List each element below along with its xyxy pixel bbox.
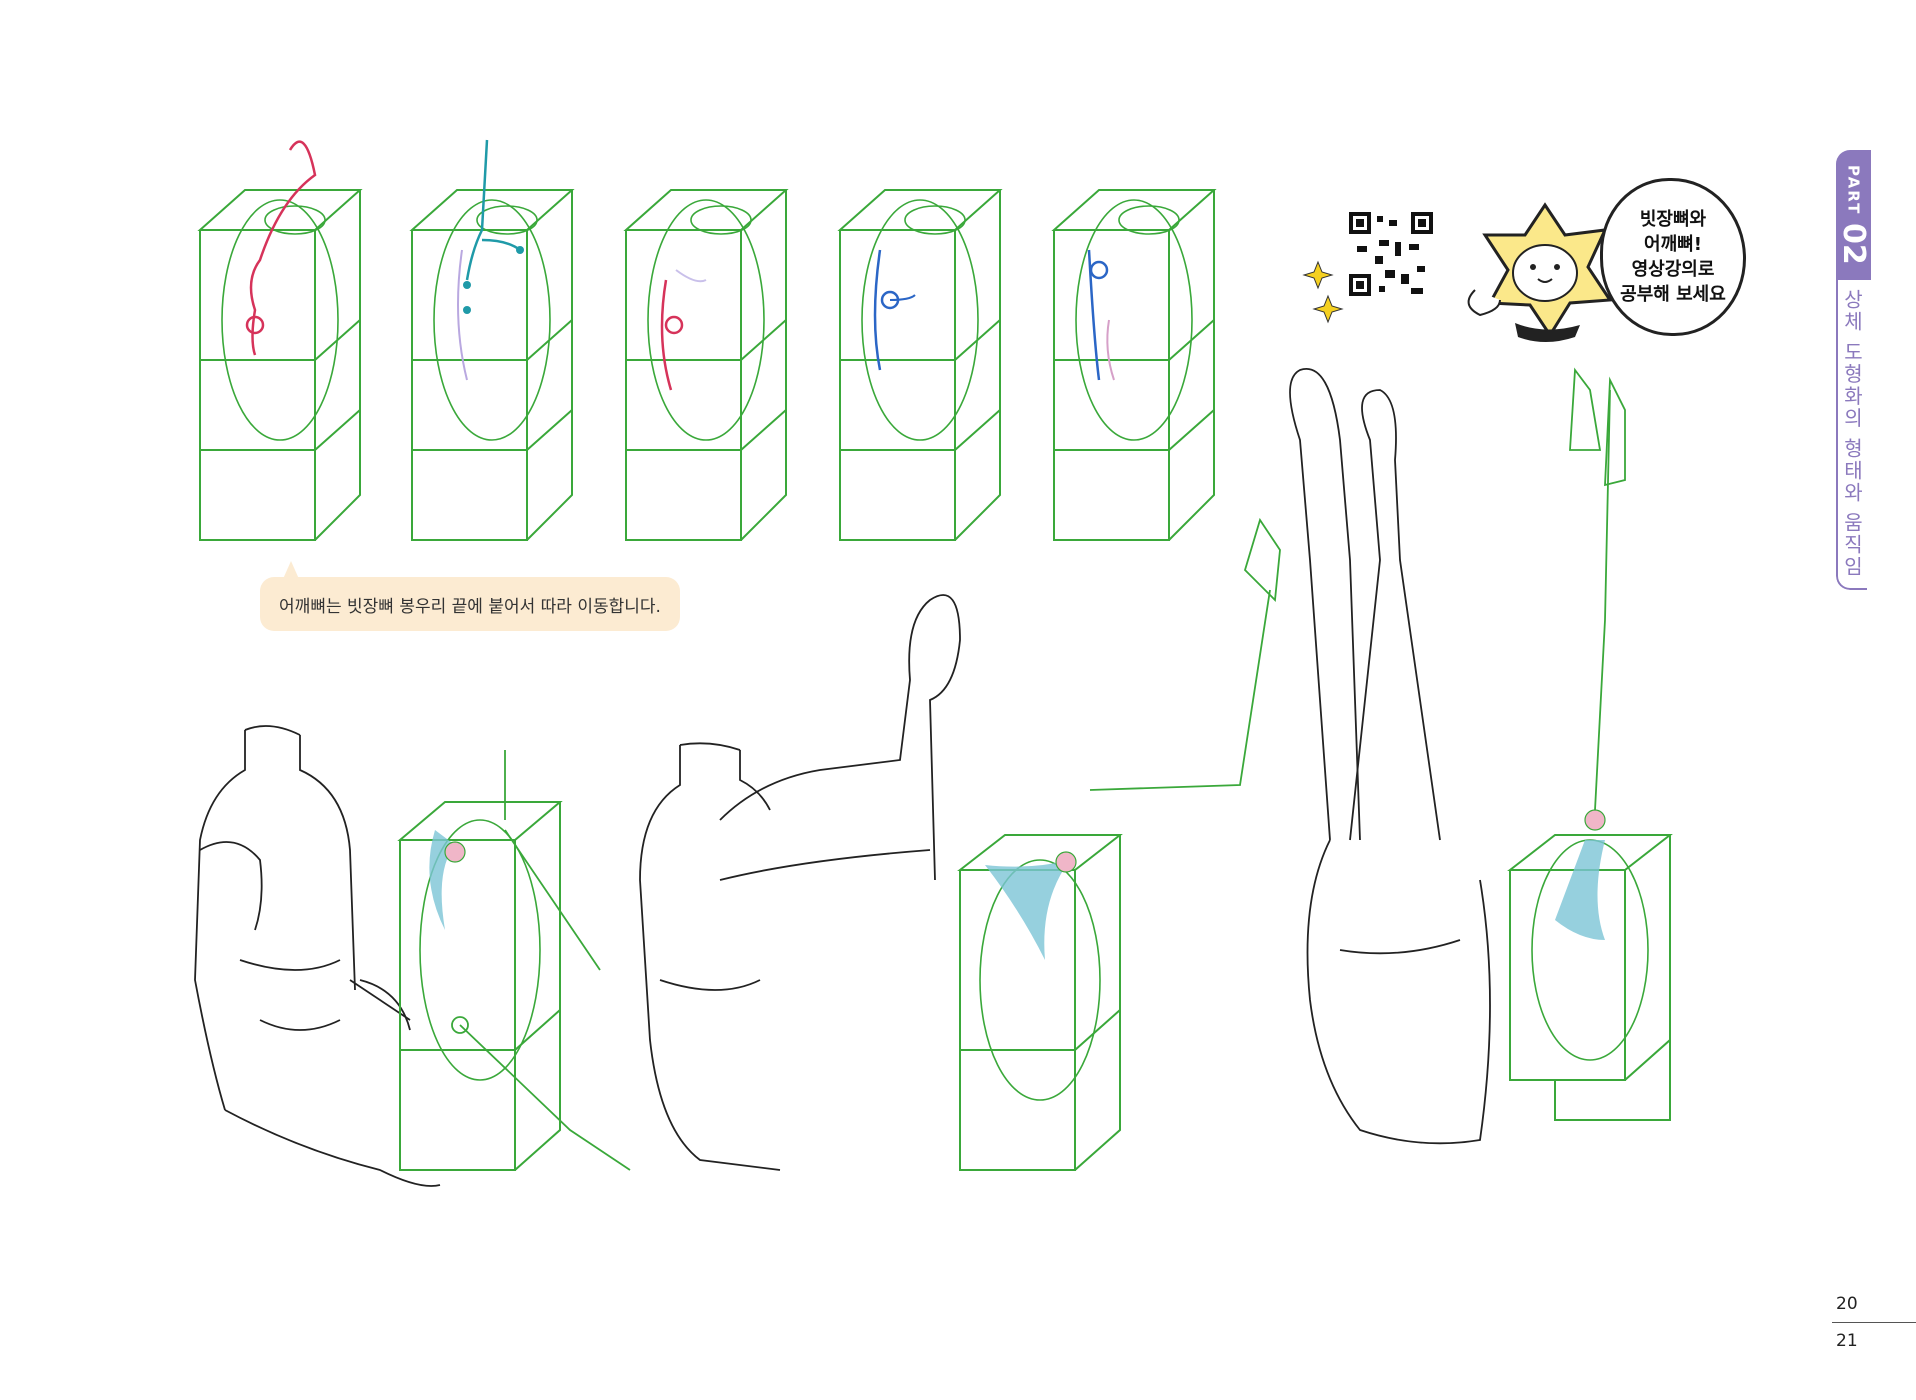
torso-sketch-1 [194,725,441,1187]
part-label: PART 02 [1836,150,1871,280]
shoulder-box-2 [411,139,573,541]
speech-line: 빗장뼈와 [1639,209,1707,230]
shoulder-box-1 [199,140,361,541]
chapter-side-tab: PART 02 상체 도형화의 형태와 움직임 [1836,150,1916,590]
torso-sketch-3 [1289,368,1491,1145]
scapula-box-3 [1507,367,1673,1121]
sparkle-icon [1302,260,1344,324]
shoulder-box-4 [839,189,1001,541]
caption-tail [283,561,299,579]
page-number-right: 21 [1836,1331,1858,1351]
part-number: 02 [1836,223,1871,266]
page-number-left: 20 [1836,1294,1858,1314]
mascot-speech-bubble: 빗장뼈와 어깨뼈! 영상강의로 공부해 보세요 [1600,178,1746,336]
page-number-divider [1832,1322,1916,1323]
qr-code [1349,212,1433,296]
speech-line: 어깨뼈! [1644,234,1702,255]
scapula-box-1 [397,750,631,1171]
shoulder-box-5 [1053,189,1215,541]
caption-note: 어깨뼈는 빗장뼈 봉우리 끝에 붙어서 따라 이동합니다. [260,577,680,631]
scapula-box-2 [957,517,1281,1171]
page-numbers: 20 21 [1832,1290,1916,1355]
chapter-title: 상체 도형화의 형태와 움직임 [1836,280,1867,590]
speech-line: 공부해 보세요 [1620,284,1726,305]
speech-line: 영상강의로 [1631,259,1715,280]
shoulder-box-3 [625,189,787,541]
part-word: PART [1844,164,1863,216]
mascot-star-character [1467,202,1613,342]
torso-sketch-2 [639,594,961,1171]
